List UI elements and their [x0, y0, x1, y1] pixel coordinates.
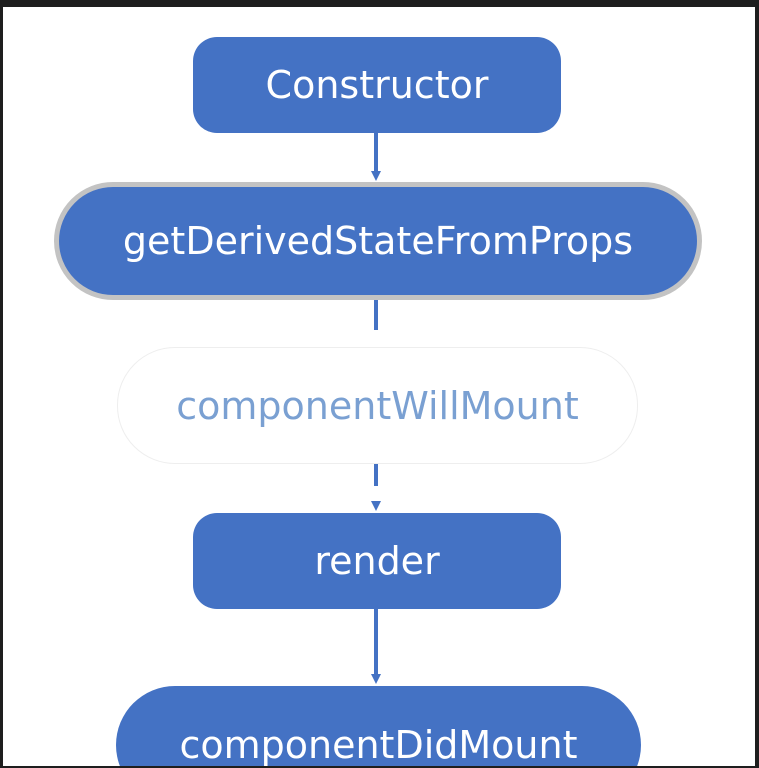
node-get-derived-state-from-props-label: getDerivedStateFromProps: [122, 219, 634, 263]
node-component-did-mount-label: componentDidMount: [179, 723, 578, 766]
node-render-label: render: [314, 539, 440, 583]
node-component-will-mount-label: componentWillMount: [176, 383, 579, 428]
node-constructor-label: Constructor: [265, 63, 489, 107]
node-render: render: [193, 513, 561, 609]
node-constructor: Constructor: [193, 37, 561, 133]
node-get-derived-state-from-props: getDerivedStateFromProps: [54, 182, 702, 300]
node-component-did-mount: componentDidMount: [116, 686, 641, 766]
diagram-canvas: Constructor getDerivedStateFromProps com…: [3, 7, 755, 766]
node-component-will-mount: componentWillMount: [117, 347, 638, 464]
